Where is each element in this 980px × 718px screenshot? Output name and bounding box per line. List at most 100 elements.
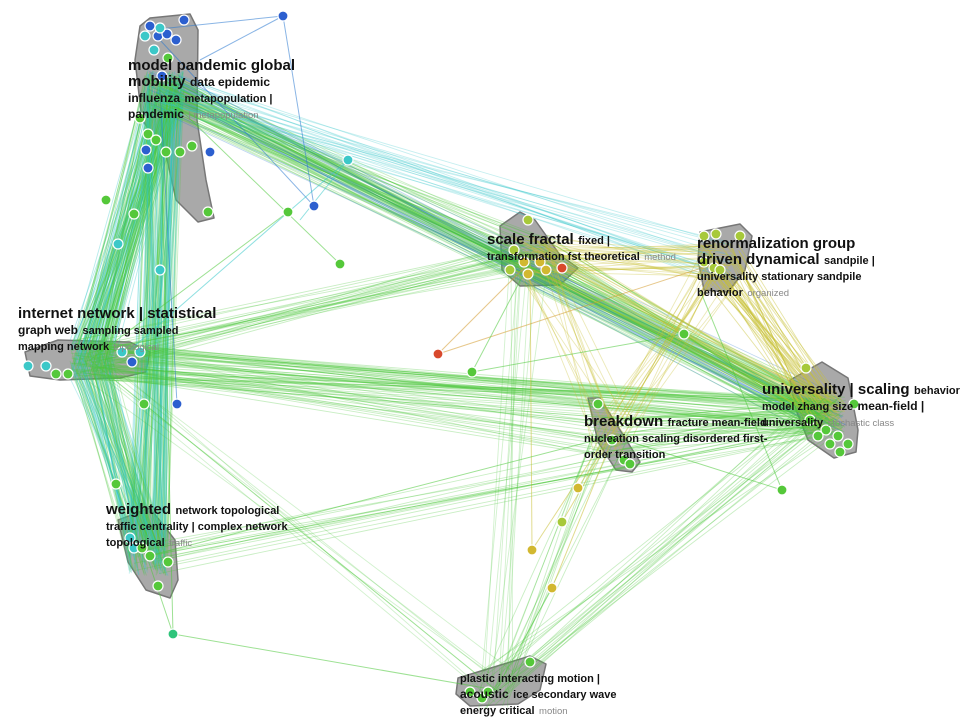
network-edge — [101, 347, 152, 552]
network-edge — [108, 343, 807, 413]
network-edge — [173, 89, 818, 423]
network-edge — [89, 342, 826, 403]
network-edge — [149, 99, 184, 561]
network-edge — [168, 95, 540, 268]
network-edge — [545, 271, 603, 448]
network-edge — [99, 76, 147, 371]
network-node — [342, 154, 354, 166]
network-edge — [160, 102, 839, 429]
network-edge — [548, 237, 838, 417]
network-edge — [530, 245, 714, 254]
network-edge — [525, 265, 808, 408]
cluster-label-term: behavior — [914, 385, 960, 397]
cluster-label-line: plastic interacting motion | — [460, 670, 616, 686]
network-edge — [601, 414, 835, 418]
network-edge — [165, 78, 835, 422]
network-edge — [73, 368, 162, 554]
cluster-label-term: order transition — [584, 449, 666, 461]
network-edge — [484, 395, 842, 682]
network-edge — [101, 106, 162, 341]
network-edge — [99, 372, 157, 571]
network-node — [466, 366, 478, 378]
network-node — [546, 582, 558, 594]
network-edge — [605, 279, 739, 445]
network-edge — [701, 273, 830, 402]
network-edge — [88, 82, 152, 350]
network-edge — [711, 279, 818, 403]
network-edge — [142, 100, 148, 564]
network-edge — [89, 352, 134, 553]
network-edge — [149, 71, 841, 397]
network-edge — [156, 100, 729, 280]
network-edge — [164, 102, 172, 571]
network-edge — [536, 255, 843, 401]
network-edge — [82, 365, 153, 569]
network-node-breakdown — [606, 434, 618, 446]
network-edge — [108, 373, 164, 574]
network-edge — [71, 254, 538, 376]
network-edge — [91, 87, 172, 356]
network-edge — [471, 261, 531, 373]
network-edge — [153, 107, 842, 432]
network-edge — [711, 271, 834, 418]
network-node-pandemic — [154, 22, 166, 34]
network-edge — [172, 105, 819, 409]
network-edge — [108, 357, 144, 545]
network-edge — [102, 342, 815, 408]
network-edge — [142, 78, 151, 563]
network-edge — [145, 78, 151, 544]
network-node-renorm — [714, 264, 726, 276]
network-edge — [70, 362, 825, 407]
network-edge — [91, 245, 524, 373]
network-edge — [107, 104, 184, 352]
network-edge — [159, 89, 706, 278]
network-edge — [77, 78, 157, 363]
network-node-universality — [804, 414, 816, 426]
network-edge — [81, 106, 146, 349]
network-edge — [705, 281, 818, 427]
cluster-label-line: pandemic | metapopulation — [128, 106, 295, 122]
network-edge — [630, 412, 824, 433]
network-node-renorm — [734, 230, 746, 242]
network-edge — [532, 250, 715, 277]
network-edge — [81, 357, 844, 413]
network-edge — [180, 96, 822, 426]
network-edge — [73, 370, 604, 457]
network-edge — [177, 88, 841, 403]
network-edge — [78, 378, 133, 546]
network-edge — [154, 91, 837, 427]
network-edge — [85, 242, 550, 355]
network-edge — [86, 376, 147, 565]
network-edge — [78, 363, 618, 448]
network-edge — [153, 99, 164, 547]
network-edge — [98, 366, 599, 451]
network-edge — [157, 77, 830, 423]
cluster-label-term: model — [128, 57, 173, 74]
network-edge — [727, 255, 809, 421]
network-edge — [177, 79, 831, 430]
cluster-label-line: internet network | statistical — [18, 306, 216, 322]
network-edge — [77, 372, 167, 571]
network-edge — [159, 39, 315, 207]
network-edge — [72, 76, 178, 370]
network-edge — [483, 248, 511, 693]
network-edge — [101, 88, 179, 374]
network-edge — [78, 94, 148, 364]
network-edge — [488, 263, 548, 698]
network-edge — [86, 344, 839, 433]
network-node-weighted — [124, 532, 136, 544]
network-edge — [703, 252, 841, 424]
network-edge — [87, 341, 156, 539]
network-edge — [716, 272, 815, 434]
network-edge — [84, 361, 161, 557]
network-edge — [492, 268, 521, 698]
cluster-label-line: driven dynamical sandpile | — [697, 252, 875, 268]
network-edge — [147, 429, 827, 557]
network-edge — [159, 86, 162, 569]
network-edge — [80, 341, 162, 554]
network-edge — [526, 235, 822, 417]
cluster-label-term: method — [644, 252, 676, 263]
cluster-label-term: sandpile | — [824, 255, 875, 267]
network-edge — [524, 239, 717, 283]
network-edge — [161, 88, 807, 432]
